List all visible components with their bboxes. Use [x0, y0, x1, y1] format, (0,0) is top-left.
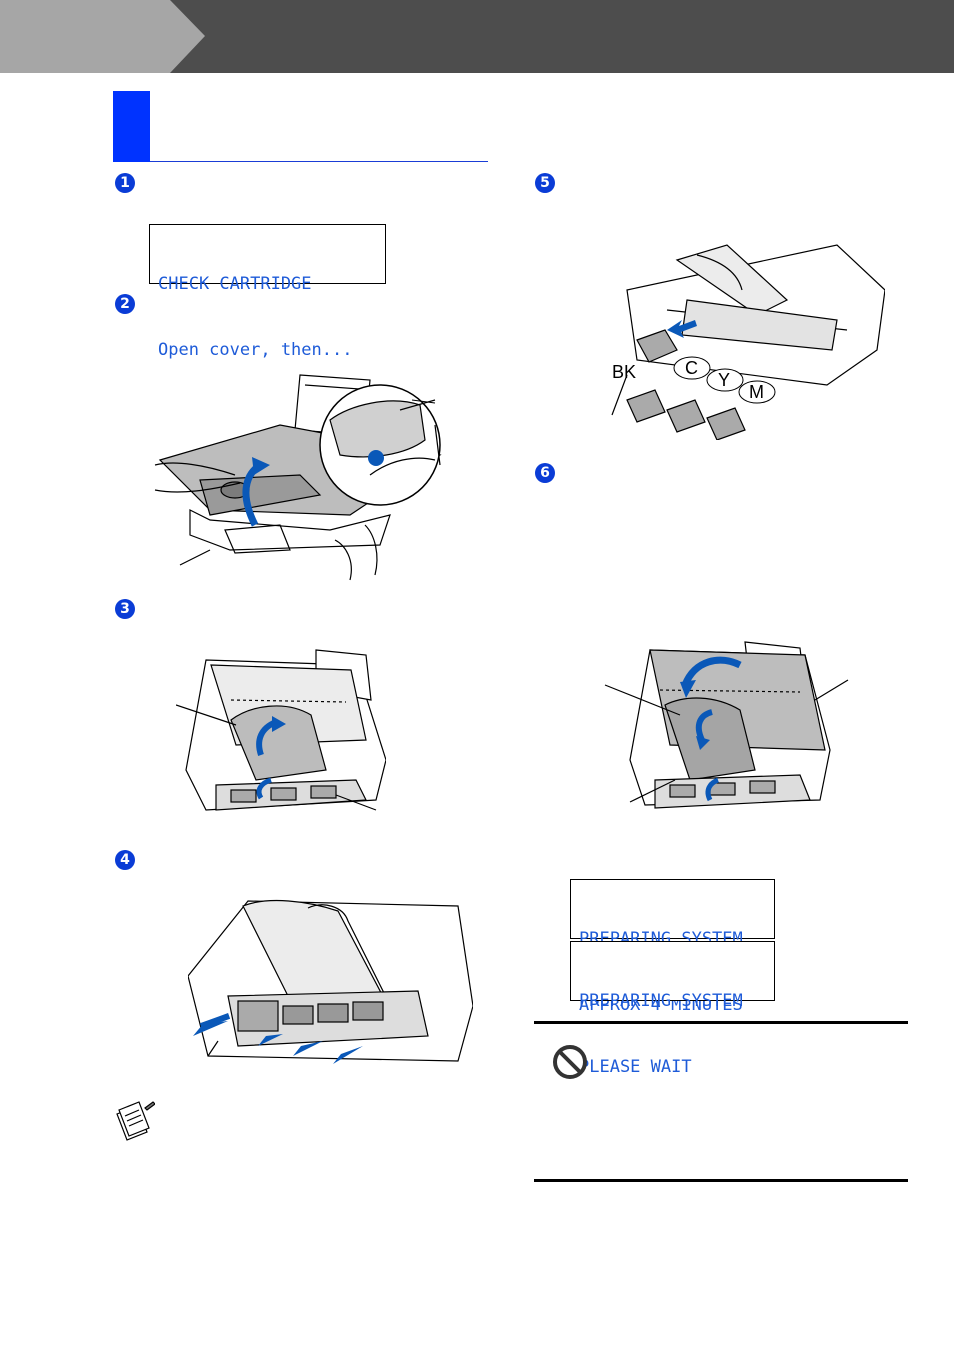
remove-cartridges-illustration [188, 896, 473, 1071]
section-rule [150, 161, 488, 162]
prohibited-icon [551, 1043, 589, 1081]
lcd-check-cartridge: CHECK CARTRIDGE Open cover, then... [149, 224, 386, 360]
header-tab [0, 0, 205, 73]
open-cartridge-cover-illustration [176, 640, 386, 820]
caution-bottom-rule [534, 1179, 908, 1182]
open-cover-illustration [150, 365, 450, 590]
lcd-line: CHECK CARTRIDGE [158, 274, 312, 294]
lcd-preparing-wait: PREPARING SYSTEM PLEASE WAIT [570, 941, 775, 1077]
step-1-badge: 1 [115, 173, 135, 193]
lcd-line: Open cover, then... [158, 340, 353, 360]
cartridge-label-bk: BK [612, 362, 636, 382]
step-2-badge: 2 [115, 294, 135, 314]
cartridge-label-m: M [749, 382, 764, 402]
cartridge-label-c: C [685, 358, 698, 378]
section-marker [113, 91, 150, 162]
caution-top-rule [534, 1021, 908, 1024]
lcd-line: PREPARING SYSTEM [579, 991, 743, 1011]
lcd-line: PLEASE WAIT [579, 1057, 692, 1077]
step-4-badge: 4 [115, 850, 135, 870]
close-covers-illustration [600, 640, 850, 815]
install-cartridges-illustration: BK C Y M [607, 240, 885, 440]
step-5-badge: 5 [535, 173, 555, 193]
step-6-badge: 6 [535, 463, 555, 483]
cartridge-label-y: Y [718, 370, 730, 390]
step-3-badge: 3 [115, 599, 135, 619]
lcd-preparing-approx: PREPARING SYSTEM APPROX 4 MINUTES [570, 879, 775, 1015]
note-icon [113, 1100, 155, 1142]
